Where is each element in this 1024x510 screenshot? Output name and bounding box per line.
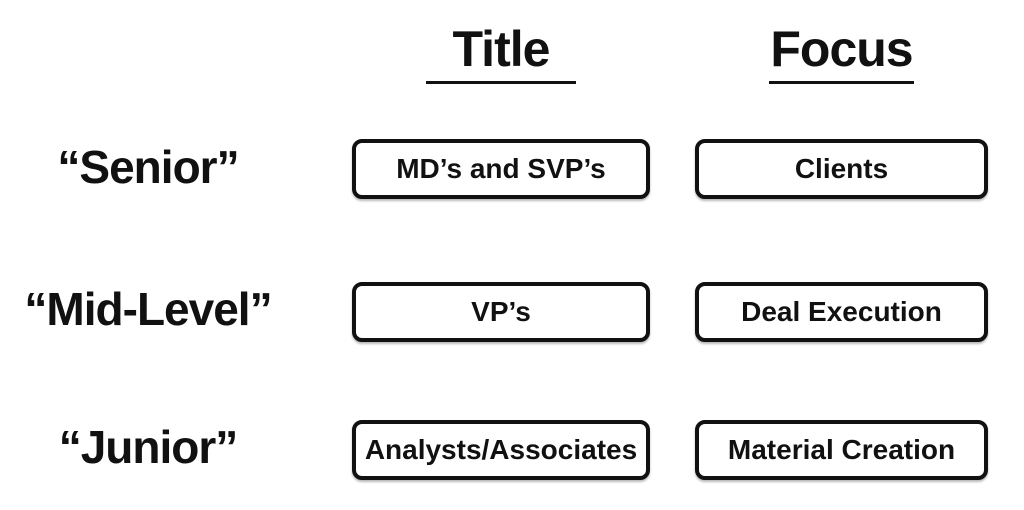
title-box-senior-text: MD’s and SVP’s xyxy=(396,153,606,184)
focus-box-junior: Material Creation xyxy=(695,420,988,480)
title-box-junior-text: Analysts/Associates xyxy=(364,434,638,465)
row-label-senior: “Senior” xyxy=(57,141,239,193)
row-label-junior: “Junior” xyxy=(58,421,239,473)
focus-box-senior-text: Clients xyxy=(794,153,889,184)
title-box-mid-level-text: VP’s xyxy=(471,296,531,327)
column-header-title: Title xyxy=(352,22,650,84)
focus-box-junior-text: Material Creation xyxy=(727,434,956,465)
focus-header-underline xyxy=(769,81,914,84)
title-box-junior: Analysts/Associates xyxy=(352,420,650,480)
column-header-title-label: Title xyxy=(452,21,551,77)
title-box-senior: MD’s and SVP’s xyxy=(352,139,650,199)
focus-box-mid-level: Deal Execution xyxy=(695,282,988,342)
row-label-mid-level: “Mid-Level” xyxy=(24,283,272,335)
column-header-focus: Focus xyxy=(695,22,988,84)
focus-box-mid-level-text: Deal Execution xyxy=(741,296,942,327)
title-header-underline xyxy=(426,81,576,84)
focus-box-senior: Clients xyxy=(695,139,988,199)
title-box-mid-level: VP’s xyxy=(352,282,650,342)
column-header-focus-label: Focus xyxy=(770,21,913,77)
